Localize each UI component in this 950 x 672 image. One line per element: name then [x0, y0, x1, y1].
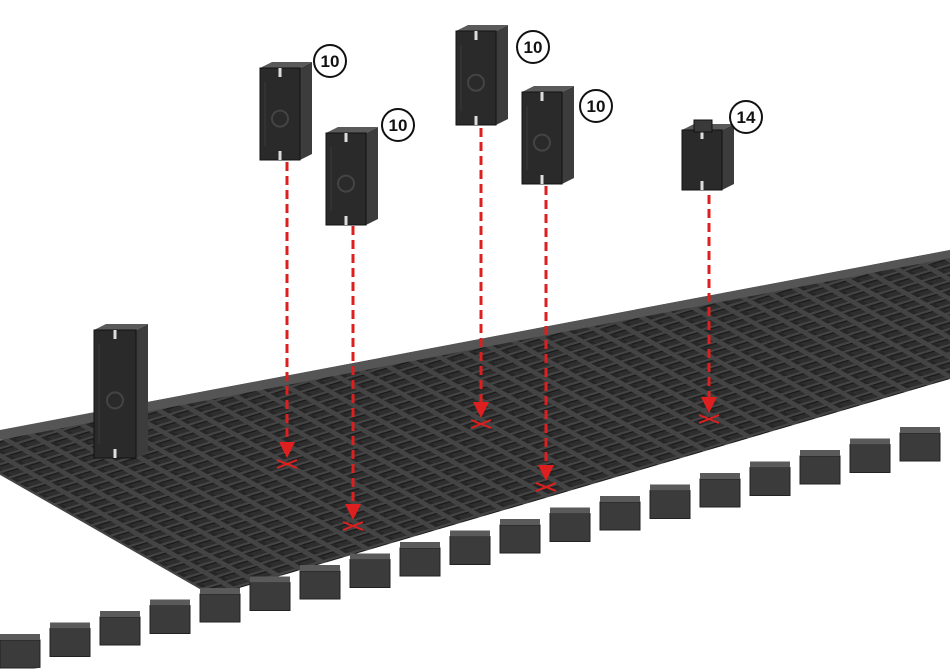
pillar-bottom-notch [345, 216, 348, 225]
callout-part-2: 10 [382, 109, 414, 141]
part-2-body [326, 127, 378, 225]
edge-block-top [50, 623, 90, 629]
pillar-bottom-notch [279, 151, 282, 160]
pillar-top-notch [345, 133, 348, 142]
pillar-front-face [522, 92, 562, 184]
edge-block-top [350, 554, 390, 560]
edge-block [150, 600, 190, 634]
pillar-side-face [722, 124, 734, 190]
edge-block [850, 439, 890, 473]
grid-bottom-mask [0, 560, 950, 672]
pillar-bottom-notch [541, 175, 544, 184]
edge-block-face [250, 583, 290, 611]
edge-block-top [650, 485, 690, 491]
edge-block [750, 462, 790, 496]
edge-block-face [650, 491, 690, 519]
callout-part-1: 10 [314, 45, 346, 77]
edge-block-top [900, 427, 940, 433]
edge-block-top [850, 439, 890, 445]
pillar-front-face [260, 68, 300, 160]
callout-part-3: 10 [517, 31, 549, 63]
edge-block-top [400, 542, 440, 548]
cap-top-boss [694, 120, 712, 132]
installed-pillar-body [94, 324, 148, 458]
part-5-body [682, 124, 734, 190]
edge-block [0, 634, 40, 668]
pillar-bottom-notch [475, 116, 478, 125]
edge-block-top [550, 508, 590, 514]
edge-block-top [200, 588, 240, 594]
pillar-side-face [562, 86, 574, 184]
edge-block-face [50, 629, 90, 657]
edge-block-face [500, 525, 540, 553]
edge-block [450, 531, 490, 565]
edge-block-top [150, 600, 190, 606]
edge-block-top [600, 496, 640, 502]
edge-block [700, 473, 740, 507]
callout-quantity: 10 [587, 97, 606, 116]
edge-block-face [300, 571, 340, 599]
pillar-side-face [136, 324, 148, 458]
pillar-top-notch [279, 68, 282, 77]
pillar-top-notch [475, 31, 478, 40]
callout-part-4: 10 [580, 90, 612, 122]
callout-quantity: 10 [321, 52, 340, 71]
edge-block [250, 577, 290, 611]
edge-block-face [100, 617, 140, 645]
part-1-body [260, 62, 312, 160]
edge-block-face [150, 606, 190, 634]
pillar-front-face [326, 133, 366, 225]
edge-block-top [250, 577, 290, 583]
edge-block [800, 450, 840, 484]
edge-block-face [350, 560, 390, 588]
edge-block-face [850, 445, 890, 473]
edge-block-face [700, 479, 740, 507]
edge-block-face [450, 537, 490, 565]
callout-quantity: 10 [389, 116, 408, 135]
edge-block [600, 496, 640, 530]
edge-block-top [800, 450, 840, 456]
edge-block [400, 542, 440, 576]
edge-block-face [200, 594, 240, 622]
pillar-bottom-notch [701, 181, 704, 190]
pillar-bottom-notch [114, 449, 117, 458]
edge-block-top [100, 611, 140, 617]
edge-block [100, 611, 140, 645]
part-4-body [522, 86, 574, 184]
edge-block-top [500, 519, 540, 525]
edge-block [900, 427, 940, 461]
edge-block-face [400, 548, 440, 576]
edge-block-top [700, 473, 740, 479]
edge-block [650, 485, 690, 519]
edge-block-face [900, 433, 940, 461]
pillar-side-face [366, 127, 378, 225]
edge-block-top [300, 565, 340, 571]
edge-block-top [750, 462, 790, 468]
pillar-top-notch [114, 330, 117, 339]
edge-block [500, 519, 540, 553]
installed-pillar [94, 324, 148, 458]
edge-block-face [0, 640, 40, 668]
part-3-body [456, 25, 508, 125]
pillar-front-face [94, 330, 136, 458]
edge-block-face [600, 502, 640, 530]
pillar-side-face [300, 62, 312, 160]
pillar-front-face [456, 31, 496, 125]
pillar-top-notch [541, 92, 544, 101]
edge-block-top [0, 634, 40, 640]
edge-block-face [800, 456, 840, 484]
edge-block [350, 554, 390, 588]
callout-part-5: 14 [730, 101, 762, 133]
edge-block [50, 623, 90, 657]
pillar-side-face [496, 25, 508, 125]
edge-block [200, 588, 240, 622]
edge-block [550, 508, 590, 542]
edge-block-face [550, 514, 590, 542]
callout-quantity: 10 [524, 38, 543, 57]
edge-block [300, 565, 340, 599]
edge-block-top [450, 531, 490, 537]
edge-block-face [750, 468, 790, 496]
callout-quantity: 14 [737, 108, 756, 127]
